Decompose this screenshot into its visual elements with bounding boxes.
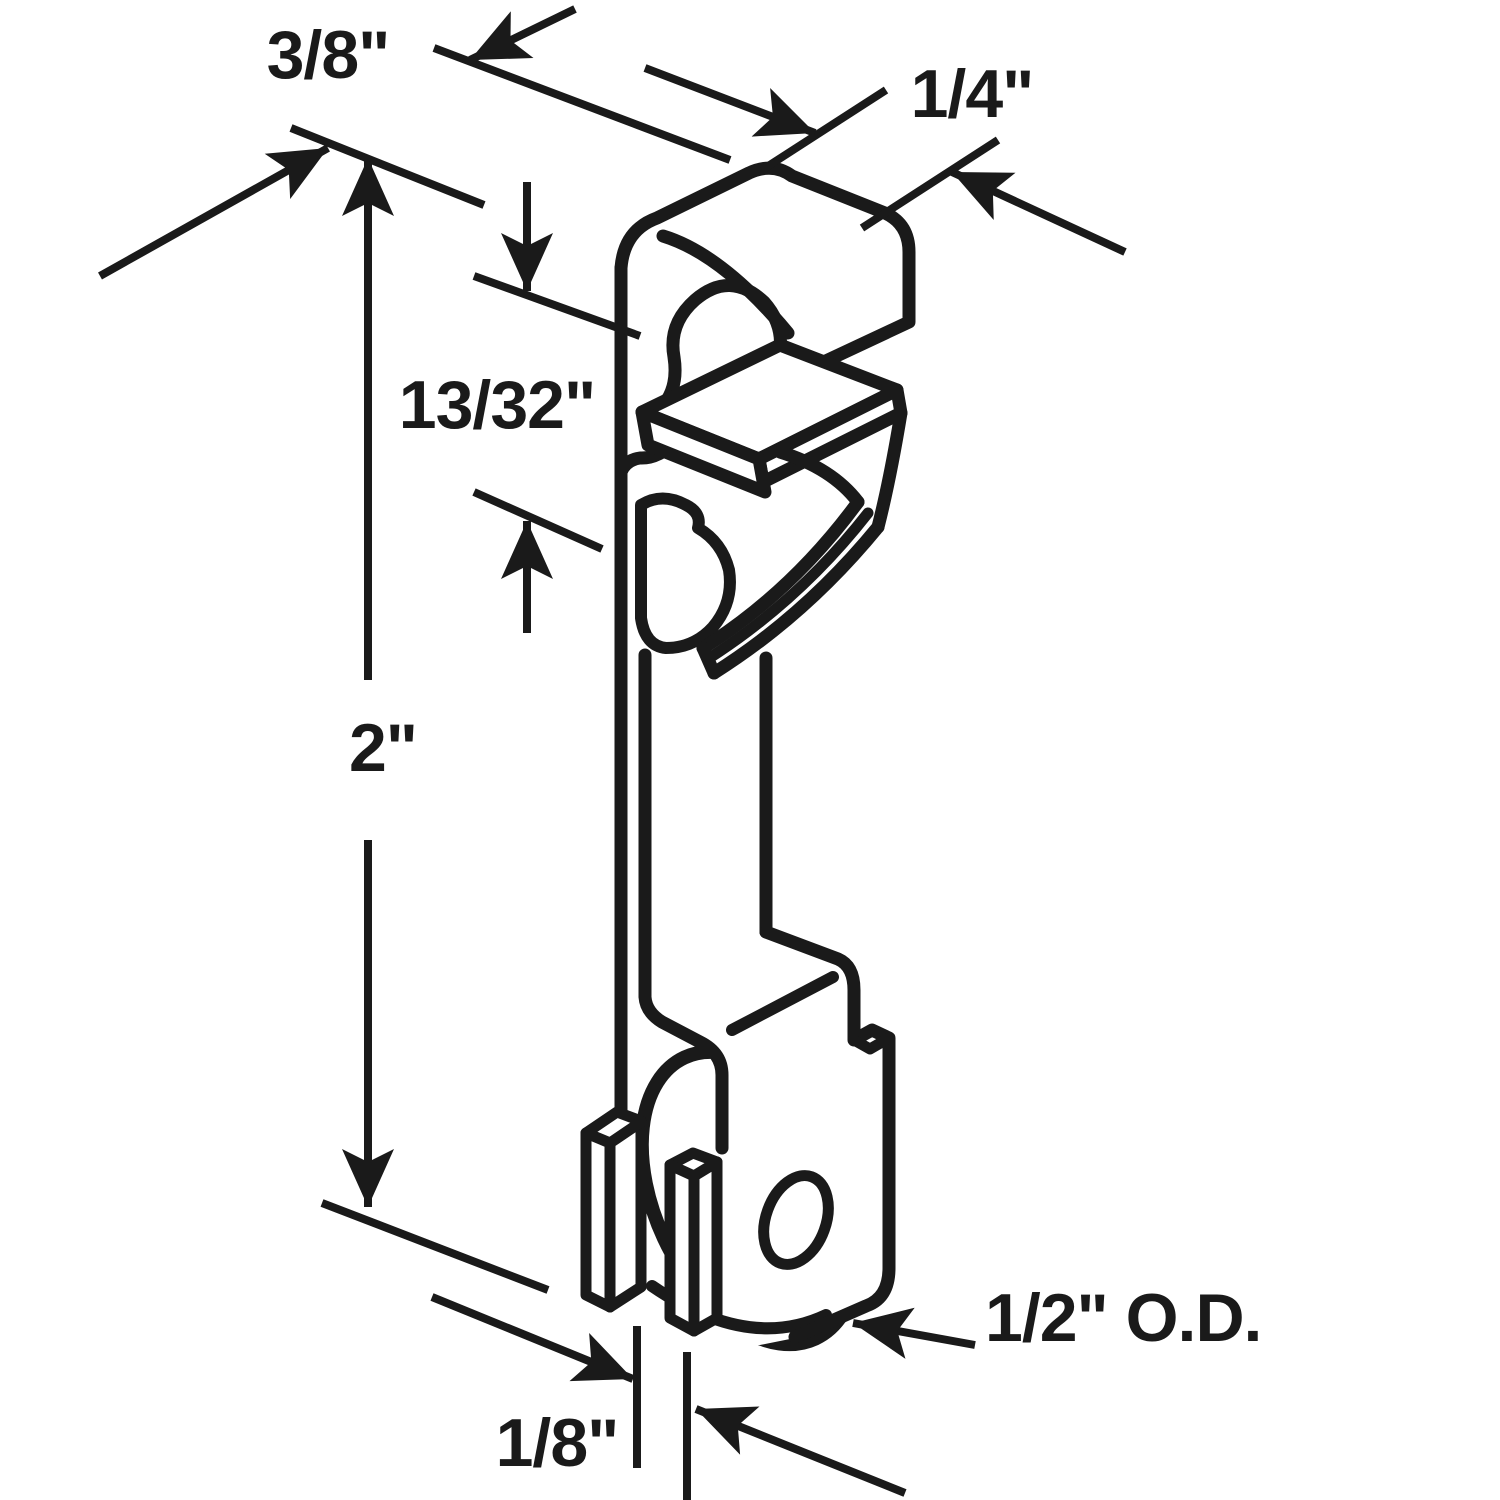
dimension-clip-opening: 13/32" <box>399 182 642 633</box>
c-hook <box>635 406 908 680</box>
dimension-label-wheel-thickness: 1/8" <box>496 1405 619 1481</box>
dimension-clip-depth: 1/4" <box>643 56 1127 256</box>
axle-hole <box>758 1170 834 1270</box>
dimension-label-clip-depth: 1/4" <box>911 56 1034 132</box>
hook-rim-inner <box>707 520 885 680</box>
dimension-label-clip-opening: 13/32" <box>399 367 595 443</box>
hook-inner-surface <box>635 492 736 654</box>
dimension-clip-width: 3/8" <box>98 5 732 280</box>
right-prong <box>664 1147 723 1337</box>
hook-rim-mid <box>702 507 874 665</box>
dimension-label-clip-width: 3/8" <box>267 17 390 93</box>
hook-rim-endcap <box>696 641 721 680</box>
dimension-wheel-od: 1/2" O.D. <box>852 1280 1262 1359</box>
hook-neck-edge-2 <box>871 406 908 534</box>
clip-bore <box>660 279 787 407</box>
dimension-label-overall-height: 2" <box>349 710 417 786</box>
dimension-label-wheel-od: 1/2" O.D. <box>985 1280 1261 1356</box>
dimension-overall-height: 2" <box>320 158 550 1294</box>
dimension-wheel-thickness: 1/8" <box>430 1293 907 1500</box>
bracket-outline <box>759 925 896 1344</box>
bracket-hatch-line <box>726 971 839 1036</box>
hook-neck-edge-1 <box>773 445 865 509</box>
strap-fold-edge <box>638 648 729 1155</box>
left-prong <box>580 1106 647 1313</box>
bracket-plate-fill <box>645 660 889 1345</box>
hook-rim-outer <box>696 495 865 655</box>
bracket-notch-face <box>848 1032 895 1055</box>
